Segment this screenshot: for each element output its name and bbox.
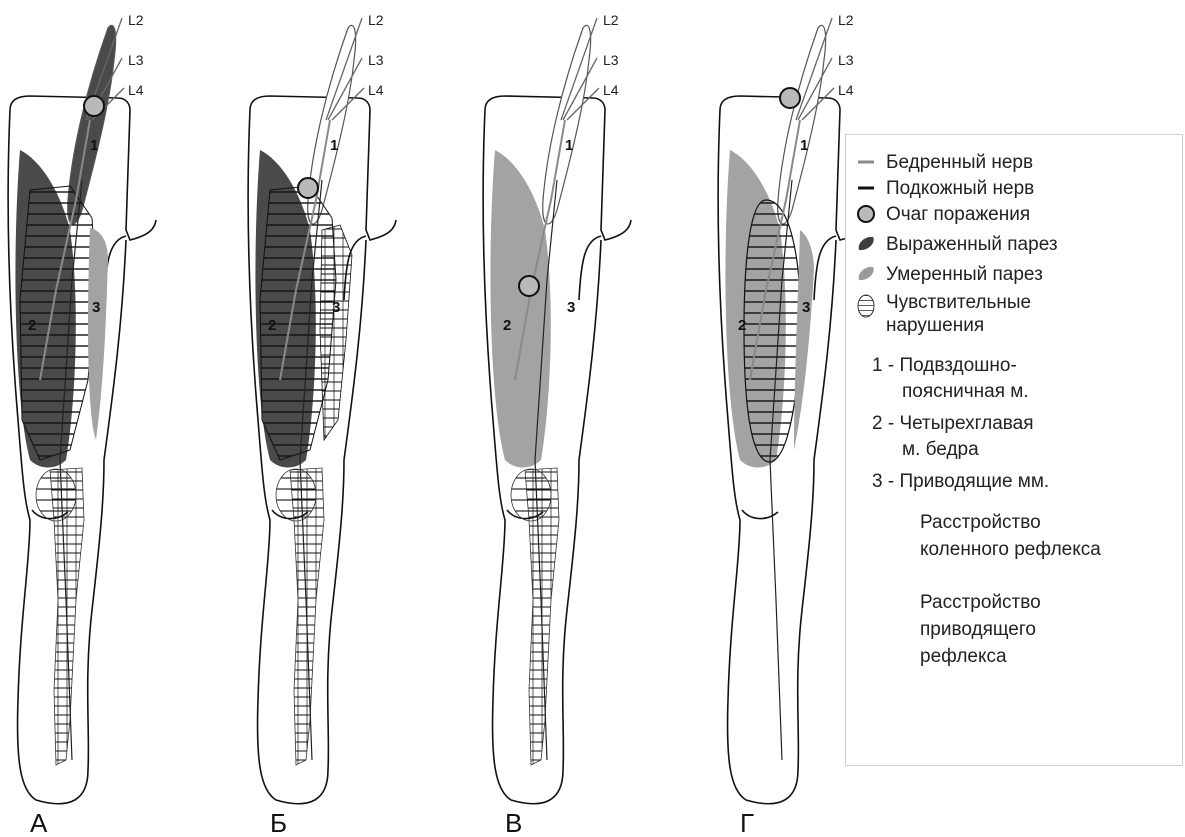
reflex-text: рефлекса [920,643,1041,670]
root-label-l4: L4 [368,82,384,98]
panel-label: В [505,808,522,837]
adductor-moderate [88,228,108,440]
legend-item-severe-paresis: Выраженный парез [846,231,1058,257]
muscle-key-text: 3 - Приводящие мм. [872,471,1049,492]
adductor-reflex-note: Расстройство приводящего рефлекса [920,589,1041,670]
hatched-barrel-icon [846,291,886,321]
muscle-number-1: 1 [800,137,808,154]
reflex-text: коленного рефлекса [920,536,1101,563]
lesion-circle [519,276,539,296]
muscle-number-3: 3 [92,299,100,316]
muscle-key-text: 2 - Четырехглавая [872,413,1034,434]
root-label-l2: L2 [603,12,619,28]
legend-text-continued: нарушения [886,314,1031,337]
muscle-number-1: 1 [565,137,573,154]
muscle-number-1: 1 [330,137,338,154]
root-label-l4: L4 [128,82,144,98]
legend: Бедренный нерв Подкожный нерв Очаг пораж… [845,134,1183,766]
root-label-l3: L3 [128,52,144,68]
reflex-text: приводящего [920,616,1041,643]
muscle-number-3: 3 [802,299,810,316]
legend-text: Выраженный парез [886,233,1058,256]
gray-line-icon [846,149,886,175]
legend-item-sensory: Чувствительные нарушения [846,291,1031,337]
root-label-l4: L4 [838,82,854,98]
legend-item-saphenous-nerve: Подкожный нерв [846,175,1034,201]
root-label-l3: L3 [838,52,854,68]
root-label-l3: L3 [603,52,619,68]
legend-text: Бедренный нерв [886,151,1033,174]
quadriceps-moderate [490,150,550,468]
legend-text: Очаг поражения [886,203,1030,226]
dark-blob-icon [846,231,886,257]
legend-text: Подкожный нерв [886,177,1034,200]
root-label-l4: L4 [603,82,619,98]
lesion-circle [780,88,800,108]
lesion-circle-icon [846,201,886,227]
black-line-icon [846,175,886,201]
panel-label: Б [270,808,287,837]
muscle-number-2: 2 [503,317,511,334]
lesion-circle [84,96,104,116]
root-label-l2: L2 [368,12,384,28]
muscle-number-3: 3 [567,299,575,316]
legend-item-femoral-nerve: Бедренный нерв [846,149,1033,175]
gray-blob-icon [846,261,886,287]
muscle-key-3: 3 - Приводящие мм. [872,469,1049,495]
sensory-knee [36,469,76,521]
legend-text: Чувствительные [886,291,1031,314]
muscle-number-3: 3 [332,299,340,316]
lesion-circle [298,178,318,198]
muscle-key-1: 1 - Подвздошно- поясничная м. [872,353,1029,405]
muscle-key-2: 2 - Четырехглавая м. бедра [872,411,1034,463]
muscle-number-2: 2 [738,317,746,334]
reflex-text: Расстройство [920,509,1101,536]
muscle-number-2: 2 [28,317,36,334]
reflex-text: Расстройство [920,589,1041,616]
muscle-number-1: 1 [90,137,98,154]
legend-text: Умеренный парез [886,263,1043,286]
sensory-medial [320,225,352,440]
muscle-key-text-continued: м. бедра [872,437,1034,463]
root-label-l2: L2 [838,12,854,28]
root-label-l2: L2 [128,12,144,28]
muscle-number-2: 2 [268,317,276,334]
knee-reflex-note: Расстройство коленного рефлекса [920,509,1101,563]
root-label-l3: L3 [368,52,384,68]
sensory-knee [511,469,551,521]
panel-label: Г [740,808,754,837]
sensory-knee [276,469,316,521]
legend-item-lesion: Очаг поражения [846,201,1030,227]
muscle-key-text: 1 - Подвздошно- [872,355,1017,376]
muscle-key-text-continued: поясничная м. [872,379,1029,405]
panel-label: А [30,808,48,837]
legend-item-moderate-paresis: Умеренный парез [846,261,1043,287]
